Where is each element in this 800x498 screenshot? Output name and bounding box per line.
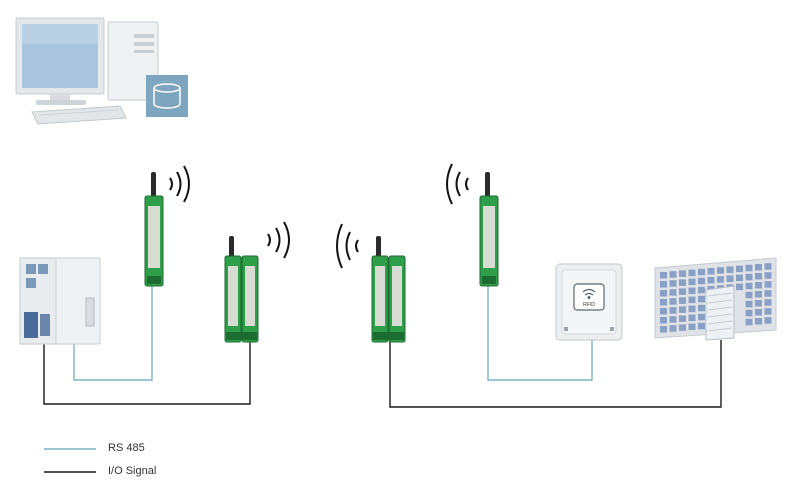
building-window — [755, 318, 762, 325]
building-window — [660, 281, 667, 288]
building-window — [726, 266, 734, 273]
io-signal-wiring — [43, 338, 722, 408]
building-window — [698, 304, 705, 312]
plc-controller — [19, 257, 101, 345]
computer-tower-icon — [107, 21, 159, 101]
building-window — [679, 270, 686, 277]
building-window — [679, 315, 686, 322]
rfid-label: RFID — [583, 302, 595, 308]
computer-monitor-icon — [15, 17, 105, 105]
building-window — [755, 282, 762, 289]
building-window — [764, 272, 772, 279]
building-window — [698, 313, 705, 321]
rfid-reader: RFID — [555, 263, 623, 341]
building-window — [755, 291, 762, 298]
building-window — [660, 326, 667, 333]
building-window — [679, 324, 686, 331]
radio-signal-icon — [446, 163, 469, 205]
building-window — [745, 309, 753, 317]
building-window — [669, 271, 677, 278]
building-window — [736, 283, 743, 291]
building-window — [660, 290, 667, 297]
building-window — [745, 318, 753, 326]
building-window — [669, 325, 677, 332]
building-window — [698, 286, 705, 294]
building-windows — [660, 263, 772, 333]
building-window — [698, 277, 705, 285]
building-window — [679, 279, 686, 286]
building-window — [669, 307, 677, 314]
building-window — [755, 273, 762, 280]
building-window — [764, 263, 772, 270]
building-window — [698, 268, 705, 276]
building-window — [688, 269, 696, 277]
building-window — [717, 267, 724, 274]
building-window — [764, 281, 772, 288]
radio-signal-icon — [336, 223, 359, 269]
database-icon — [146, 75, 188, 117]
workstation — [15, 17, 188, 125]
building-window — [764, 308, 772, 315]
wireless-module-single-4 — [479, 172, 499, 287]
building-window — [688, 296, 696, 304]
building-window — [745, 273, 753, 281]
building-window — [660, 272, 667, 279]
building-window — [669, 289, 677, 296]
building-window — [755, 264, 762, 271]
building-window — [755, 309, 762, 316]
building-window — [669, 316, 677, 323]
wireless-module-single-1 — [144, 172, 164, 287]
building-window — [726, 275, 734, 282]
building-window — [745, 291, 753, 299]
building-window — [660, 317, 667, 324]
building-window — [717, 276, 724, 283]
building-window — [679, 297, 686, 304]
building-with-gate — [654, 257, 777, 341]
building-window — [688, 305, 696, 313]
rs485-wiring — [73, 284, 593, 381]
building-window — [745, 282, 753, 290]
wifi-icon — [582, 288, 596, 300]
building-window — [698, 322, 705, 330]
building-window — [764, 290, 772, 297]
radio-signal-icon — [169, 165, 190, 203]
building-window — [707, 268, 715, 275]
building-window — [764, 317, 772, 324]
building-window — [764, 299, 772, 306]
keyboard-icon — [31, 105, 127, 125]
building-window — [688, 287, 696, 295]
building-window — [736, 265, 743, 273]
legend — [44, 448, 96, 473]
building-window — [679, 288, 686, 295]
building-window — [669, 280, 677, 287]
building-window — [688, 278, 696, 286]
radio-signal-icon — [267, 221, 290, 259]
building-window — [688, 323, 696, 331]
building-window — [707, 277, 715, 284]
building-window — [688, 314, 696, 322]
building-window — [745, 300, 753, 308]
building-window — [679, 306, 686, 313]
legend-label-io: I/O Signal — [108, 465, 157, 477]
wireless-module-double-2 — [224, 236, 259, 343]
building-window — [669, 298, 677, 305]
building-window — [660, 299, 667, 306]
building-window — [736, 274, 743, 282]
building-window — [698, 295, 705, 303]
building-window — [660, 308, 667, 315]
wireless-module-double-3 — [371, 236, 406, 343]
legend-label-rs485: RS 485 — [108, 442, 145, 454]
building-window — [755, 300, 762, 307]
building-window — [745, 264, 753, 272]
